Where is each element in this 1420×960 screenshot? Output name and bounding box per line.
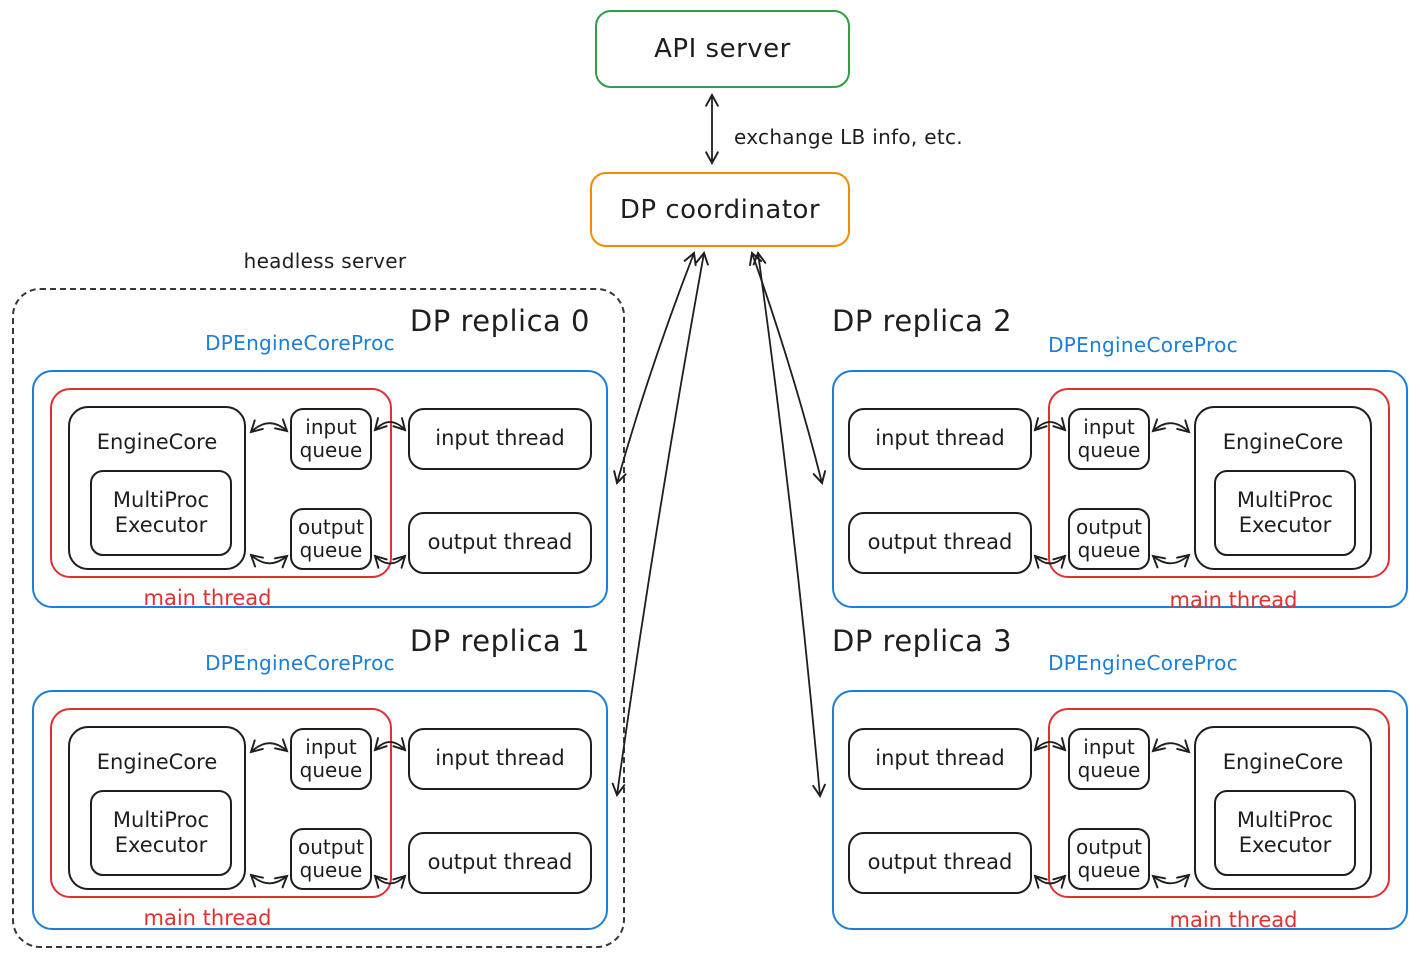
replica-2-engine-core-label: EngineCore: [1222, 430, 1344, 454]
replica-2-input-queue-label: input queue: [1077, 415, 1141, 462]
replica-1-main-thread-label: main thread: [143, 906, 272, 930]
replica-2-executor-box: MultiProc Executor: [1214, 470, 1356, 556]
replica-2-input-thread-label: input thread: [875, 426, 1005, 451]
replica-0-executor-label: MultiProc Executor: [112, 487, 210, 537]
replica-3-output-thread-label: output thread: [867, 850, 1013, 875]
replica-0-output-queue-box: output queue: [290, 508, 372, 570]
arrow-coordinator-replica-1: [611, 251, 709, 797]
replica-0-main-thread-label: main thread: [143, 586, 272, 610]
replica-3-executor-box: MultiProc Executor: [1214, 790, 1356, 876]
replica-3-engine-core-label: EngineCore: [1222, 750, 1344, 774]
replica-1-proc-box: [32, 690, 608, 930]
replica-1-main-thread-box: [50, 708, 392, 898]
replica-0-engine-core-box: EngineCore MultiProc Executor: [68, 406, 246, 570]
replica-1-output-queue-label: output queue: [298, 835, 364, 882]
replica-3-output-queue-label: output queue: [1076, 835, 1142, 882]
replica-2-executor-label: MultiProc Executor: [1236, 487, 1334, 537]
replica-1-output-thread-box: output thread: [408, 832, 592, 894]
replica-0-output-thread-box: output thread: [408, 512, 592, 574]
replica-0-executor-box: MultiProc Executor: [90, 470, 232, 556]
replica-0-main-thread-box: [50, 388, 392, 578]
api-server-label: API server: [654, 34, 791, 64]
replica-0-input-queue-label: input queue: [299, 415, 363, 462]
replica-0-input-queue-box: input queue: [290, 408, 372, 470]
replica-1-output-queue-box: output queue: [290, 828, 372, 890]
exchange-lb-info-label: exchange LB info, etc.: [734, 125, 963, 149]
replica-3-input-queue-label: input queue: [1077, 735, 1141, 782]
replica-3-main-thread-label: main thread: [1169, 908, 1298, 932]
replica-1-executor-label: MultiProc Executor: [112, 807, 210, 857]
replica-0-input-thread-label: input thread: [435, 426, 565, 451]
replica-2-main-thread-label: main thread: [1169, 588, 1298, 612]
replica-1-proc-label: DPEngineCoreProc: [205, 651, 395, 675]
replica-3-output-thread-box: output thread: [848, 832, 1032, 894]
replica-3-input-thread-box: input thread: [848, 728, 1032, 790]
replica-2-engine-core-box: EngineCore MultiProc Executor: [1194, 406, 1372, 570]
replica-3-input-queue-box: input queue: [1068, 728, 1150, 790]
replica-1-title: DP replica 1: [409, 624, 590, 658]
replica-2-main-thread-box: [1048, 388, 1390, 578]
replica-2-input-thread-box: input thread: [848, 408, 1032, 470]
dp-coordinator-label: DP coordinator: [619, 194, 821, 225]
dp-coordinator-box: DP coordinator: [590, 172, 850, 247]
replica-0-output-thread-label: output thread: [427, 530, 573, 555]
replica-1-engine-core-box: EngineCore MultiProc Executor: [68, 726, 246, 890]
replica-2-title: DP replica 2: [832, 304, 1013, 338]
replica-3-proc-box: [832, 690, 1408, 930]
replica-0-title: DP replica 0: [409, 304, 590, 338]
replica-3-engine-core-box: EngineCore MultiProc Executor: [1194, 726, 1372, 890]
headless-server-label: headless server: [243, 249, 407, 273]
replica-1-engine-core-label: EngineCore: [96, 750, 218, 774]
arrow-coordinator-replica-3: [752, 251, 826, 798]
replica-1-input-thread-box: input thread: [408, 728, 592, 790]
replica-3-proc-label: DPEngineCoreProc: [1048, 651, 1238, 675]
replica-2-proc-box: [832, 370, 1408, 608]
replica-2-input-queue-box: input queue: [1068, 408, 1150, 470]
replica-3-title: DP replica 3: [832, 624, 1013, 658]
replica-0-input-thread-box: input thread: [408, 408, 592, 470]
arrow-coordinator-replica-0: [613, 251, 697, 485]
replica-1-input-thread-label: input thread: [435, 746, 565, 771]
replica-2-output-queue-box: output queue: [1068, 508, 1150, 570]
replica-3-input-thread-label: input thread: [875, 746, 1005, 771]
replica-1-executor-box: MultiProc Executor: [90, 790, 232, 876]
replica-1-output-thread-label: output thread: [427, 850, 573, 875]
replica-3-main-thread-box: [1048, 708, 1390, 898]
replica-2-proc-label: DPEngineCoreProc: [1048, 333, 1238, 357]
api-server-box: API server: [595, 10, 850, 88]
replica-3-executor-label: MultiProc Executor: [1236, 807, 1334, 857]
replica-3-output-queue-box: output queue: [1068, 828, 1150, 890]
replica-2-output-queue-label: output queue: [1076, 515, 1142, 562]
replica-2-output-thread-box: output thread: [848, 512, 1032, 574]
replica-1-input-queue-box: input queue: [290, 728, 372, 790]
replica-2-output-thread-label: output thread: [867, 530, 1013, 555]
replica-0-output-queue-label: output queue: [298, 515, 364, 562]
replica-0-proc-label: DPEngineCoreProc: [205, 331, 395, 355]
replica-0-engine-core-label: EngineCore: [96, 430, 218, 454]
replica-0-proc-box: [32, 370, 608, 608]
replica-1-input-queue-label: input queue: [299, 735, 363, 782]
arrow-coordinator-replica-2: [749, 251, 827, 485]
